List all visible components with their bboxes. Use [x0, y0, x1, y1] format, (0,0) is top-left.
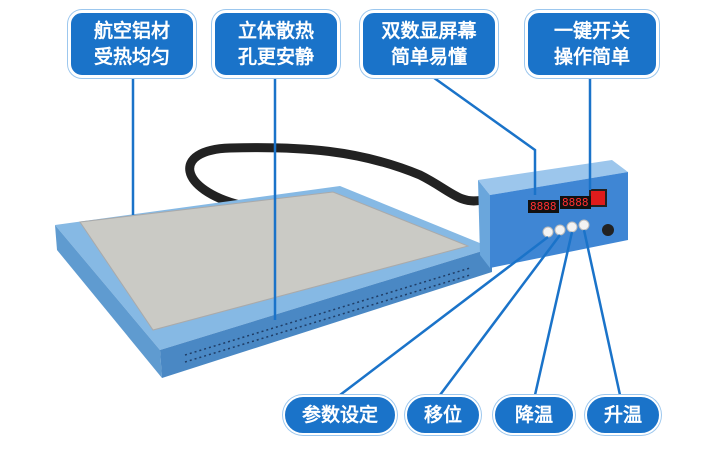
- label-ventilation: 立体散热孔更安静: [212, 10, 340, 78]
- power-cable: [185, 143, 483, 210]
- label-aluminum: 航空铝材受热均匀: [68, 10, 196, 78]
- plate-base-left-side: [55, 225, 162, 378]
- knob[interactable]: [602, 224, 614, 236]
- plate-base-front-side: [160, 248, 492, 378]
- label-heat-up: 升温: [585, 395, 661, 435]
- power-switch[interactable]: [589, 189, 607, 207]
- label-parameter-set: 参数设定: [283, 395, 397, 435]
- callout-lines: [131, 73, 622, 396]
- label-shift: 移位: [405, 395, 481, 435]
- label-dual-display: 双数显屏幕简单易懂: [360, 10, 498, 78]
- display-left: 8888: [528, 200, 559, 213]
- label-one-key-switch: 一键开关操作简单: [525, 10, 659, 78]
- controller-side: [478, 180, 490, 268]
- display-right: 8888: [560, 196, 591, 209]
- label-cool-down: 降温: [493, 395, 575, 435]
